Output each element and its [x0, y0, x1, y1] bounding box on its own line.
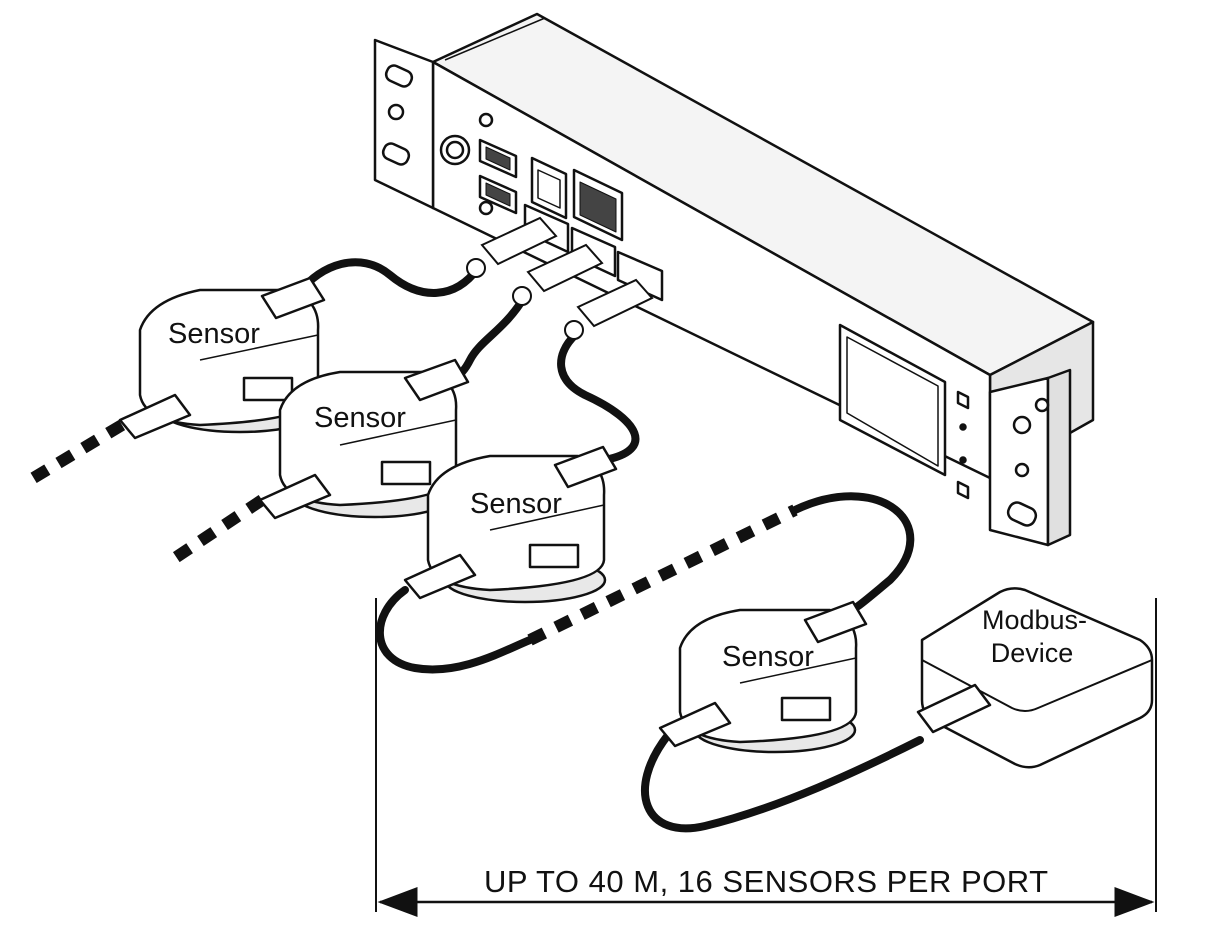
span-dimension	[375, 598, 1157, 917]
sensor-3	[403, 445, 618, 604]
sensor-label-3: Sensor	[470, 488, 562, 520]
cables	[296, 258, 924, 833]
sensor-4	[658, 600, 868, 754]
modbus-device-line1: Modbus-	[982, 605, 1088, 635]
modbus-device-line2: Device	[990, 638, 1074, 668]
rack-plugs	[466, 216, 654, 340]
span-label: UP TO 40 M, 16 SENSORS PER PORT	[484, 864, 1049, 899]
sensor-label-2: Sensor	[314, 402, 406, 434]
modbus-device	[916, 587, 1154, 769]
dashed-cables	[26, 419, 798, 646]
sensor-2	[258, 358, 470, 520]
sensor-1	[118, 276, 326, 440]
sensor-label-4: Sensor	[722, 641, 814, 673]
sensor-label-1: Sensor	[168, 318, 260, 350]
modbus-device-label: Modbus- Device	[982, 604, 1088, 670]
